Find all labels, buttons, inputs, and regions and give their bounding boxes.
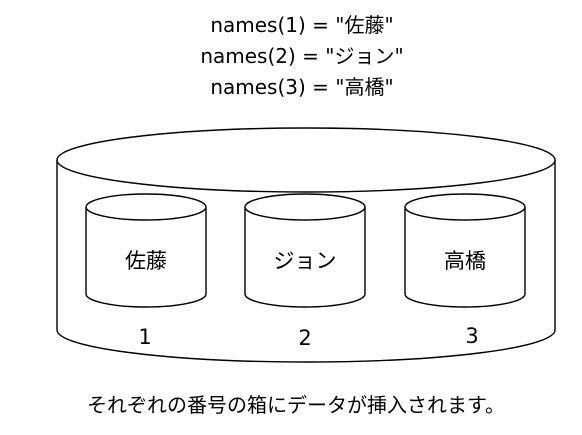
element-1-body xyxy=(85,207,207,308)
caption: それぞれの番号の箱にデータが挿入されます。 xyxy=(87,393,505,417)
array-element-1: 佐藤 1 xyxy=(85,193,207,349)
element-3-value: 高橋 xyxy=(444,249,486,273)
element-1-value: 佐藤 xyxy=(125,249,167,273)
array-element-3: 高橋 3 xyxy=(404,193,526,348)
element-2-top xyxy=(244,193,366,221)
element-3-body xyxy=(404,207,526,308)
code-line-2: names(2) = "ジョン" xyxy=(200,44,403,68)
element-1-top xyxy=(85,193,207,221)
element-2-body xyxy=(244,207,366,308)
element-2-index: 2 xyxy=(298,326,311,350)
element-3-index: 3 xyxy=(465,324,478,348)
array-element-2: ジョン 2 xyxy=(244,193,366,350)
code-block: names(1) = "佐藤" names(2) = "ジョン" names(3… xyxy=(200,13,403,99)
element-3-top xyxy=(404,193,526,221)
array-container-top xyxy=(56,127,556,193)
code-line-1: names(1) = "佐藤" xyxy=(210,13,393,37)
element-1-index: 1 xyxy=(138,325,151,349)
element-2-value: ジョン xyxy=(274,249,337,273)
code-line-3: names(3) = "高橋" xyxy=(210,75,393,99)
